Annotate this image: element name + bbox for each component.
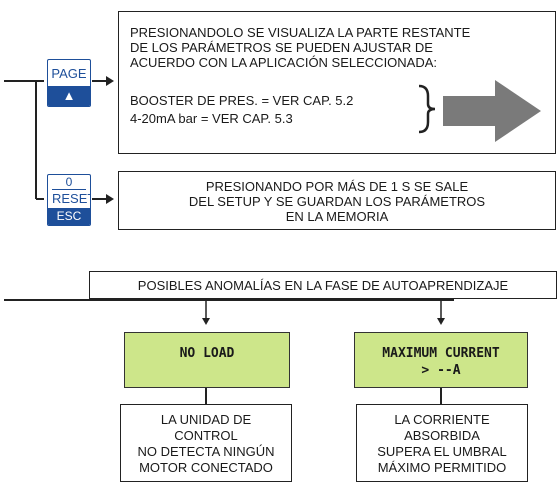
reset-info-box: PRESIONANDO POR MÁS DE 1 S SE SALE DEL S… [118, 171, 556, 230]
reset-info-line3: EN LA MEMORIA [285, 209, 389, 224]
page-info-line1: PRESIONANDOLO SE VISUALIZA LA PARTE REST… [130, 25, 471, 40]
arrow-up-icon: ▲ [48, 86, 90, 106]
big-arrow-icon [443, 80, 541, 142]
page-info-line2: DE LOS PARÁMETROS SE PUEDEN AJUSTAR DE [130, 40, 433, 55]
curly-brace-icon [418, 84, 436, 134]
reset-key-zero: 0 [65, 175, 73, 189]
desc-line2: ABSORBIDA [404, 428, 480, 443]
page-key[interactable]: PAGE ▲ [47, 59, 91, 107]
reset-info-line2: DEL SETUP Y SE GUARDAN LOS PARÁMETROS [188, 194, 486, 209]
desc-line2: CONTROL [174, 428, 238, 443]
page-info-ref1: BOOSTER DE PRES. = VER CAP. 5.2 [130, 93, 354, 108]
lcd-line1: MAXIMUM CURRENT [382, 346, 500, 361]
page-info-box: PRESIONANDOLO SE VISUALIZA LA PARTE REST… [118, 11, 556, 154]
max-current-description-box: LA CORRIENTE ABSORBIDA SUPERA EL UMBRAL … [356, 404, 528, 482]
lcd-line2: > --A [421, 363, 461, 378]
desc-line1: LA UNIDAD DE [160, 412, 252, 427]
reset-key-label: RESET [52, 189, 90, 206]
anomalies-title: POSIBLES ANOMALÍAS EN LA FASE DE AUTOAPR… [137, 278, 509, 293]
reset-key[interactable]: 0 RESET ESC [47, 174, 91, 226]
desc-line4: MÁXIMO PERMITIDO [377, 460, 507, 475]
lcd-display-max-current: MAXIMUM CURRENT > --A [354, 332, 528, 388]
page-info-line3: ACUERDO CON LA APLICACIÓN SELECCIONADA: [130, 55, 438, 70]
anomalies-title-box: POSIBLES ANOMALÍAS EN LA FASE DE AUTOAPR… [89, 271, 557, 299]
reset-info-line1: PRESIONANDO POR MÁS DE 1 S SE SALE [205, 179, 469, 194]
desc-line3: SUPERA EL UMBRAL [377, 444, 507, 459]
no-load-description-box: LA UNIDAD DE CONTROL NO DETECTA NINGÚN M… [120, 404, 292, 482]
page-key-label: PAGE [51, 66, 87, 81]
lcd-line1: NO LOAD [179, 346, 235, 361]
page-info-ref2: 4-20mA bar = VER CAP. 5.3 [130, 111, 293, 126]
desc-line1: LA CORRIENTE [394, 412, 490, 427]
reset-key-esc: ESC [48, 208, 90, 225]
desc-line4: MOTOR CONECTADO [139, 460, 273, 475]
lcd-display-no-load: NO LOAD [124, 332, 290, 388]
desc-line3: NO DETECTA NINGÚN [137, 444, 275, 459]
